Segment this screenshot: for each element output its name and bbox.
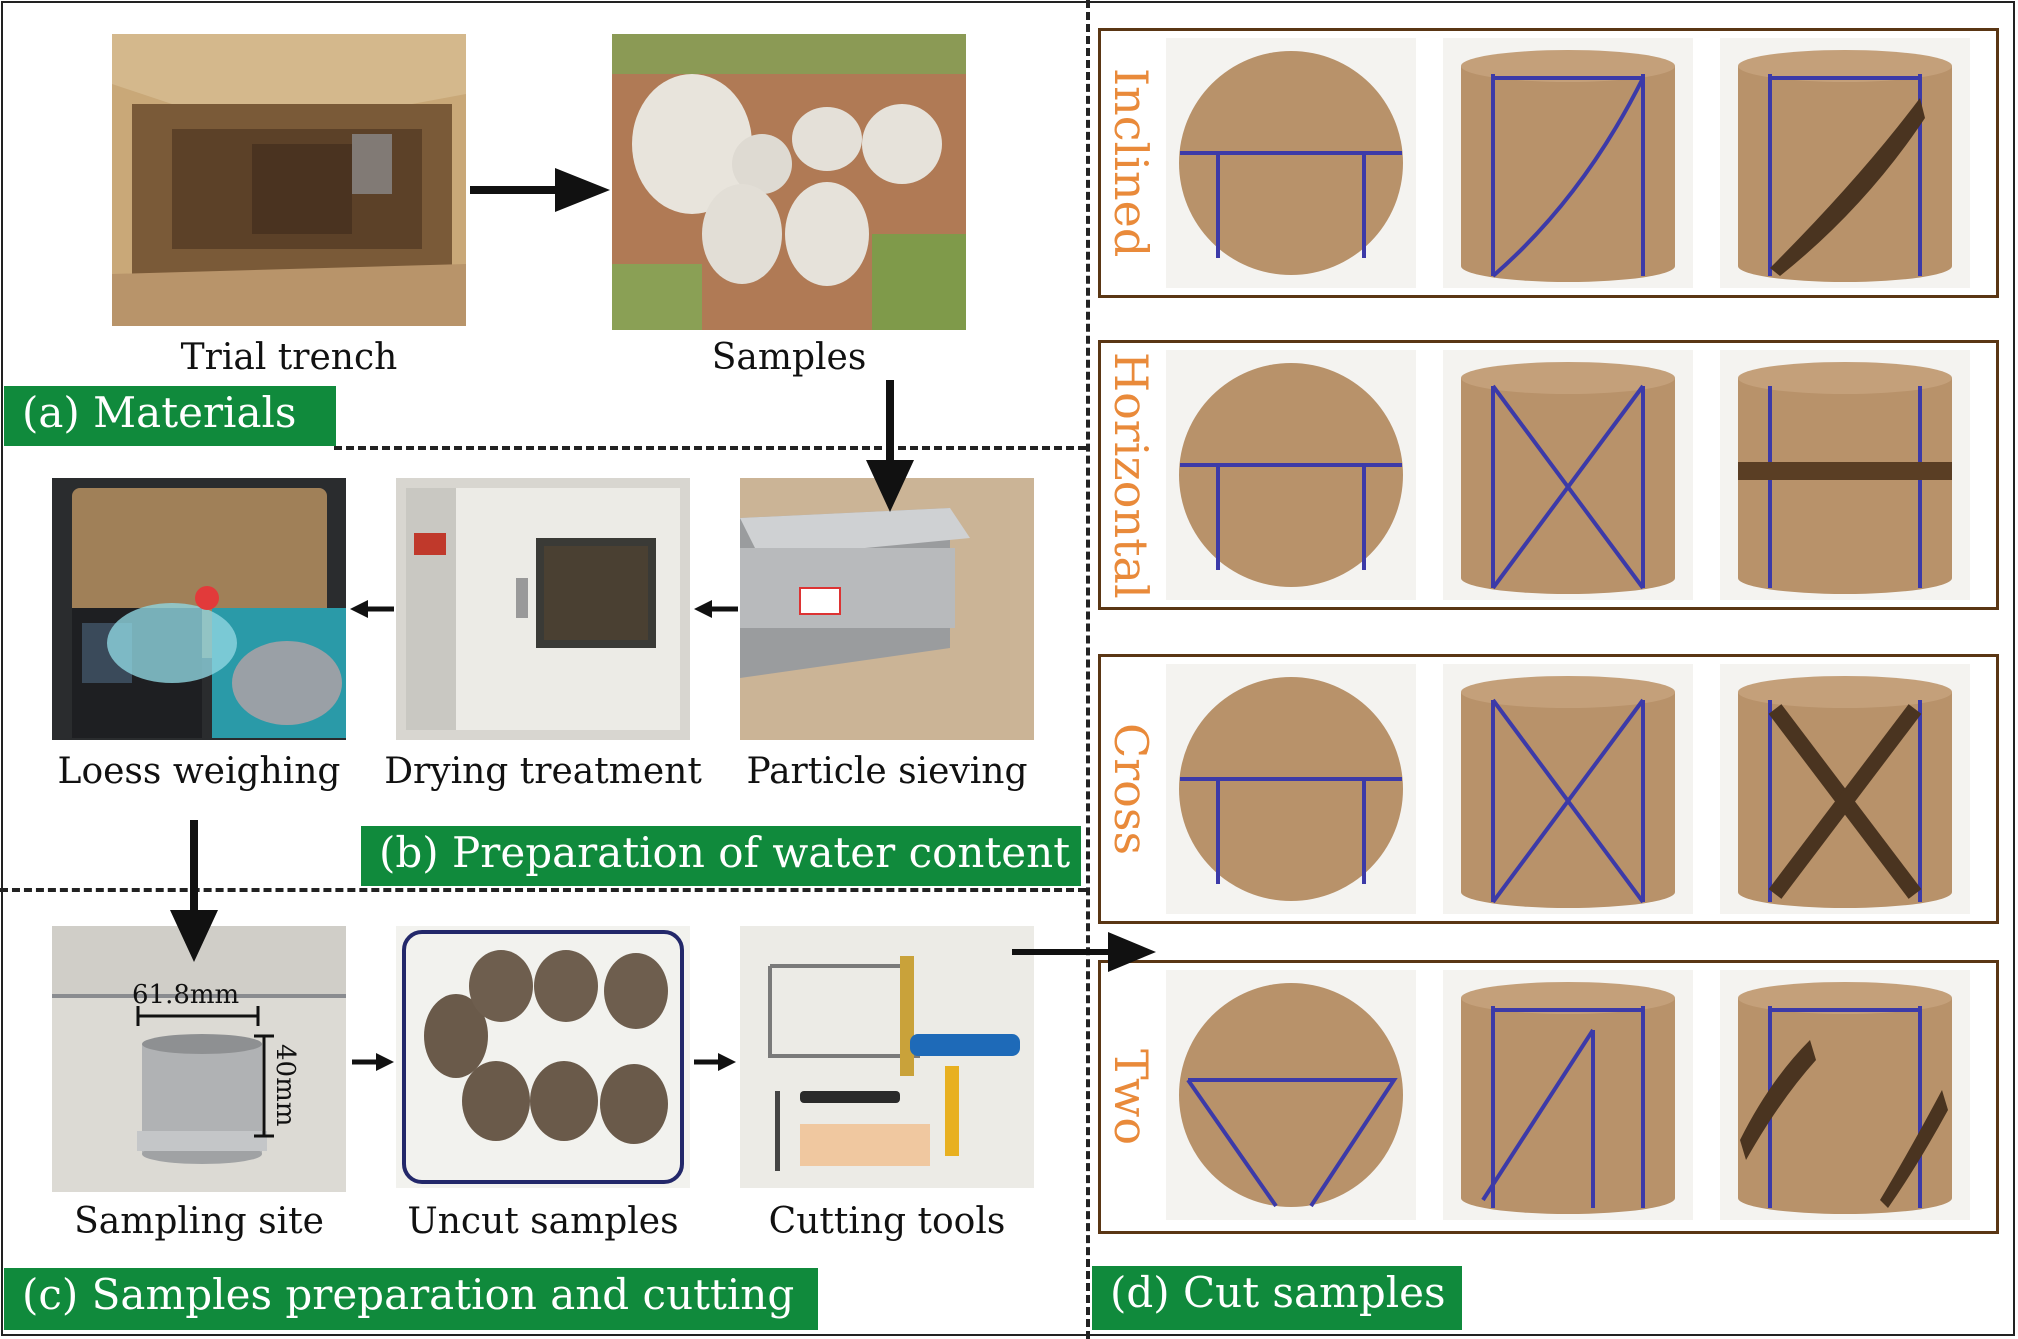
cut-label-inclined-text: Inclined (1104, 68, 1158, 258)
uncut-samples-photo (396, 926, 690, 1188)
sample-inclined-marked-side (1443, 38, 1693, 288)
cut-label-two-text: Two (1104, 1048, 1158, 1146)
sample-two-cut-side (1720, 970, 1970, 1220)
cutting-tools-caption: Cutting tools (768, 1201, 1006, 1242)
samples-photo (612, 34, 966, 330)
height-label-text: 40mm (270, 1043, 300, 1127)
sample-two-top-view (1166, 970, 1416, 1220)
panel-a-label: (a) Materials (4, 386, 336, 446)
panel-b-label: (b) Preparation of water content (361, 826, 1081, 886)
sample-horizontal-marked-side (1443, 350, 1693, 600)
cut-label-cross: Cross (1096, 654, 1166, 924)
sample-horizontal-top-view (1166, 350, 1416, 600)
cut-label-horizontal-text: Horizontal (1104, 351, 1158, 599)
panel-divider-bc (0, 888, 1086, 892)
panel-c-label: (c) Samples preparation and cutting (4, 1268, 818, 1330)
samples-caption: Samples (711, 337, 867, 378)
drying-treatment-caption: Drying treatment (384, 751, 702, 792)
sample-cross-marked-side (1443, 664, 1693, 914)
cut-label-horizontal: Horizontal (1096, 340, 1166, 610)
panel-divider-ab (334, 446, 1086, 450)
sample-cross-cut-side (1720, 664, 1970, 914)
sample-inclined-top-view (1166, 38, 1416, 288)
cut-box-two (1098, 960, 1999, 1234)
sample-two-marked-side (1443, 970, 1693, 1220)
loess-weighing-photo (52, 478, 346, 740)
sample-inclined-cut-side (1720, 38, 1970, 288)
cut-label-inclined: Inclined (1096, 28, 1166, 298)
particle-sieving-photo (740, 478, 1034, 740)
panel-divider-vertical (1086, 0, 1090, 1339)
panel-d-label: (d) Cut samples (1092, 1266, 1462, 1330)
uncut-samples-caption: Uncut samples (407, 1201, 679, 1242)
trial-trench-caption: Trial trench (180, 337, 398, 378)
loess-weighing-caption: Loess weighing (57, 751, 341, 792)
sampling-site-caption: Sampling site (74, 1201, 324, 1242)
cut-box-cross (1098, 654, 1999, 924)
sample-cross-top-view (1166, 664, 1416, 914)
cut-box-horizontal (1098, 340, 1999, 610)
sample-horizontal-cut-side (1720, 350, 1970, 600)
cutting-tools-photo (740, 926, 1034, 1188)
diameter-label: 61.8mm (132, 980, 240, 1010)
cut-label-cross-text: Cross (1104, 722, 1158, 856)
cut-label-two: Two (1096, 960, 1166, 1234)
drying-treatment-photo (396, 478, 690, 740)
cut-box-inclined (1098, 28, 1999, 298)
trial-trench-photo (112, 34, 466, 326)
height-label: 40mm (268, 1040, 302, 1130)
particle-sieving-caption: Particle sieving (746, 751, 1028, 792)
